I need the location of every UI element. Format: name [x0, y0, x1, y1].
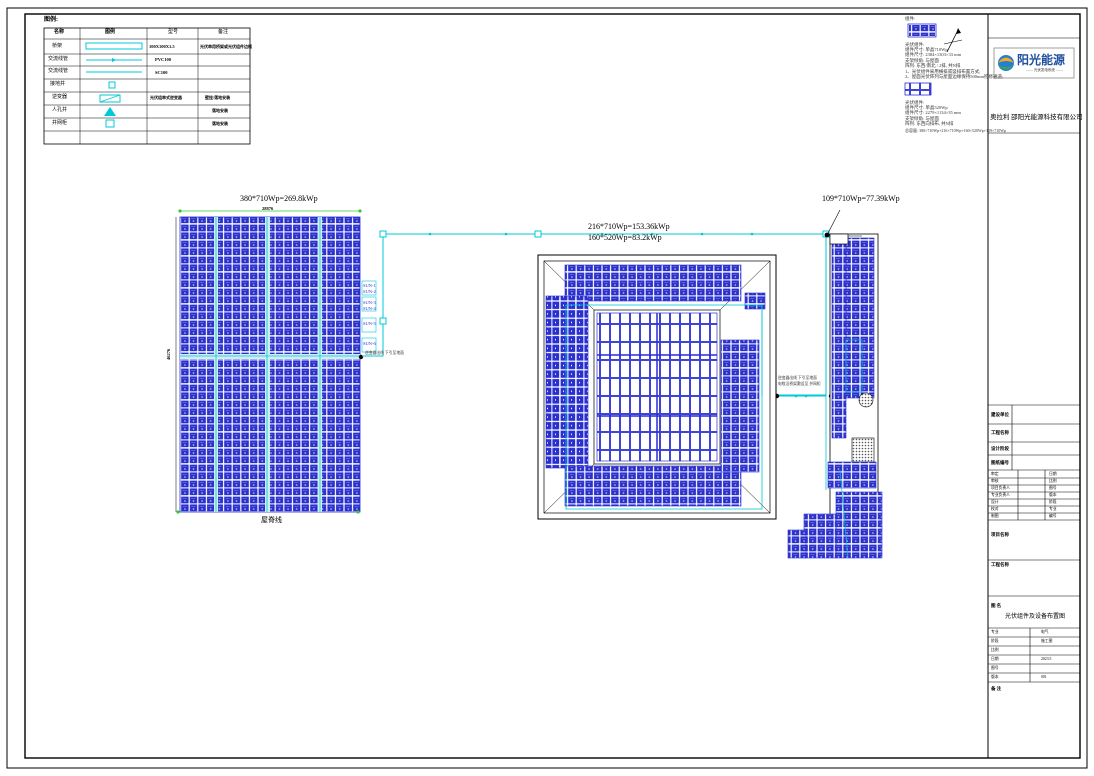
company-logo-text: 阳光能源	[1017, 53, 1066, 67]
string-tag: SUN-3	[363, 300, 376, 305]
info-row: 阶段施工图	[991, 639, 1053, 643]
legend-header-note: 备注	[218, 30, 229, 35]
legend-row-note: 落地安装	[212, 108, 228, 113]
cable-note-left: 逆变器出线 下引至地面	[365, 351, 404, 355]
string-tag: SUN-1	[363, 283, 376, 288]
legend-row-model: 100X100X1.5	[149, 44, 175, 49]
signature-row: 审定日期	[991, 472, 1057, 476]
signature-row: 制图编号	[991, 514, 1057, 518]
string-tag: SUN-4	[363, 306, 376, 311]
title-block-label: 设计阶段	[991, 446, 1009, 451]
title-block-label: 建设单位	[991, 412, 1009, 417]
title-block	[988, 37, 1080, 683]
module-note-line: 1、光伏组件采用横排或竖排布置方式;	[905, 69, 981, 74]
legend-row-name: 交流线管	[48, 57, 69, 62]
middle-building	[537, 254, 777, 520]
string-tag-boxes	[361, 280, 377, 353]
project-label: 项目名称	[991, 532, 1009, 537]
string-tag: SUN-2	[363, 289, 376, 294]
module-note-line: 光伏组件:	[905, 100, 925, 105]
left-array-dim-side: 46276	[166, 348, 171, 360]
legend-row-note: 光伏串用桥架或光伏组件边框	[200, 44, 252, 49]
left-array-ridge-label: 屋脊线	[261, 516, 282, 524]
drawing-title-prefix: 图 名	[991, 603, 1002, 608]
legend-row-name: 逆变器	[52, 95, 68, 100]
string-tag: SUN-5	[363, 321, 376, 326]
legend-row-name: 接地井	[50, 82, 66, 87]
signature-row: 设计阶段	[991, 500, 1057, 504]
module-note-line: 2、屋面光伏阵列与屋面边缘保持500mm检修通道;	[905, 74, 1004, 79]
legend-header-symbol: 图例	[105, 30, 116, 35]
module-note-line: 组件尺寸: 2279×1134×35 mm	[905, 110, 961, 115]
company-name: 奥拉利 邵阳光能源科技有限公司	[990, 114, 1083, 121]
title-block-label: 工程名称	[991, 430, 1009, 435]
left-array-dim-top: 28876	[262, 206, 274, 211]
sub-project-label: 工程名称	[991, 562, 1009, 567]
cable-note-right-2: 电缆沿桥架敷设至 并网柜	[778, 382, 821, 386]
middle-array-capacity-1: 216*710Wp=153.36kWp	[588, 222, 670, 231]
legend-title: 图例:	[44, 17, 58, 23]
info-row: 比例	[991, 648, 999, 652]
legend-row-name: 桥架	[52, 44, 63, 49]
module-note-line: 组件尺寸: 单晶710Wp	[905, 47, 948, 52]
cable-note-right-1: 逆变器出线 下引至地面	[778, 376, 817, 380]
module-note-line: 光伏组件:	[905, 42, 925, 47]
signature-row: 专业负责人版本	[991, 493, 1057, 497]
middle-array-capacity-2: 160*520Wp=83.2kWp	[588, 233, 662, 242]
module-note-label: 组件:	[905, 16, 916, 21]
legend-row-model: SC100	[155, 70, 168, 75]
module-note-line: 支架倾角: 与屋面	[905, 116, 939, 121]
module-note-line: 组件尺寸: 单晶520Wp	[905, 105, 948, 110]
string-tag: SUN-6	[363, 341, 376, 346]
right-building	[787, 209, 883, 559]
legend-row-model: 光伏组串式逆变器	[150, 95, 182, 100]
company-logo	[993, 47, 1075, 79]
signature-row: 校对专业	[991, 507, 1057, 511]
module-note-line: 阵列: 东西/南北 / 2排, 共N排	[905, 63, 961, 68]
legend-header-name: 名称	[54, 30, 65, 35]
legend-row-note: 落地安装	[212, 121, 228, 126]
legend-row-name: 人孔井	[52, 108, 68, 113]
company-logo-subtext: —— 光伏发电系统 ——	[1026, 68, 1063, 72]
right-array-capacity: 109*710Wp=77.39kWp	[822, 194, 900, 203]
left-pv-array	[175, 209, 364, 514]
legend-table	[43, 27, 251, 145]
module-note-line: 支架倾角: 与屋面	[905, 58, 939, 63]
module-spec-icons	[904, 23, 963, 96]
left-array-capacity: 380*710Wp=269.8kWp	[240, 194, 318, 203]
legend-row-note: 壁挂/落地安装	[205, 95, 231, 100]
legend-row-model: PVC100	[155, 57, 171, 62]
signature-row: 项目负责人图号	[991, 486, 1057, 490]
info-row: 图号	[991, 666, 999, 670]
module-note-line: 阵列: 东西向排布, 共N排	[905, 121, 954, 126]
drawing-title: 光伏组件及设备布置图	[1005, 614, 1066, 620]
legend-row-name: 并网柜	[52, 121, 68, 126]
title-block-label: 图纸编号	[991, 460, 1009, 465]
module-note-line: 组件尺寸: 2384×1303×33 mm	[905, 52, 962, 57]
module-note-total: 总容量: 380×710Wp+216×710Wp+160×520Wp+109×7…	[905, 128, 1007, 133]
info-row: 专业电气	[991, 630, 1049, 634]
title-block-footer: 备 注	[991, 686, 1002, 691]
legend-row-name: 交流线管	[48, 69, 69, 74]
signature-row: 审核比例	[991, 479, 1057, 483]
legend-header-model: 型号	[168, 30, 179, 35]
